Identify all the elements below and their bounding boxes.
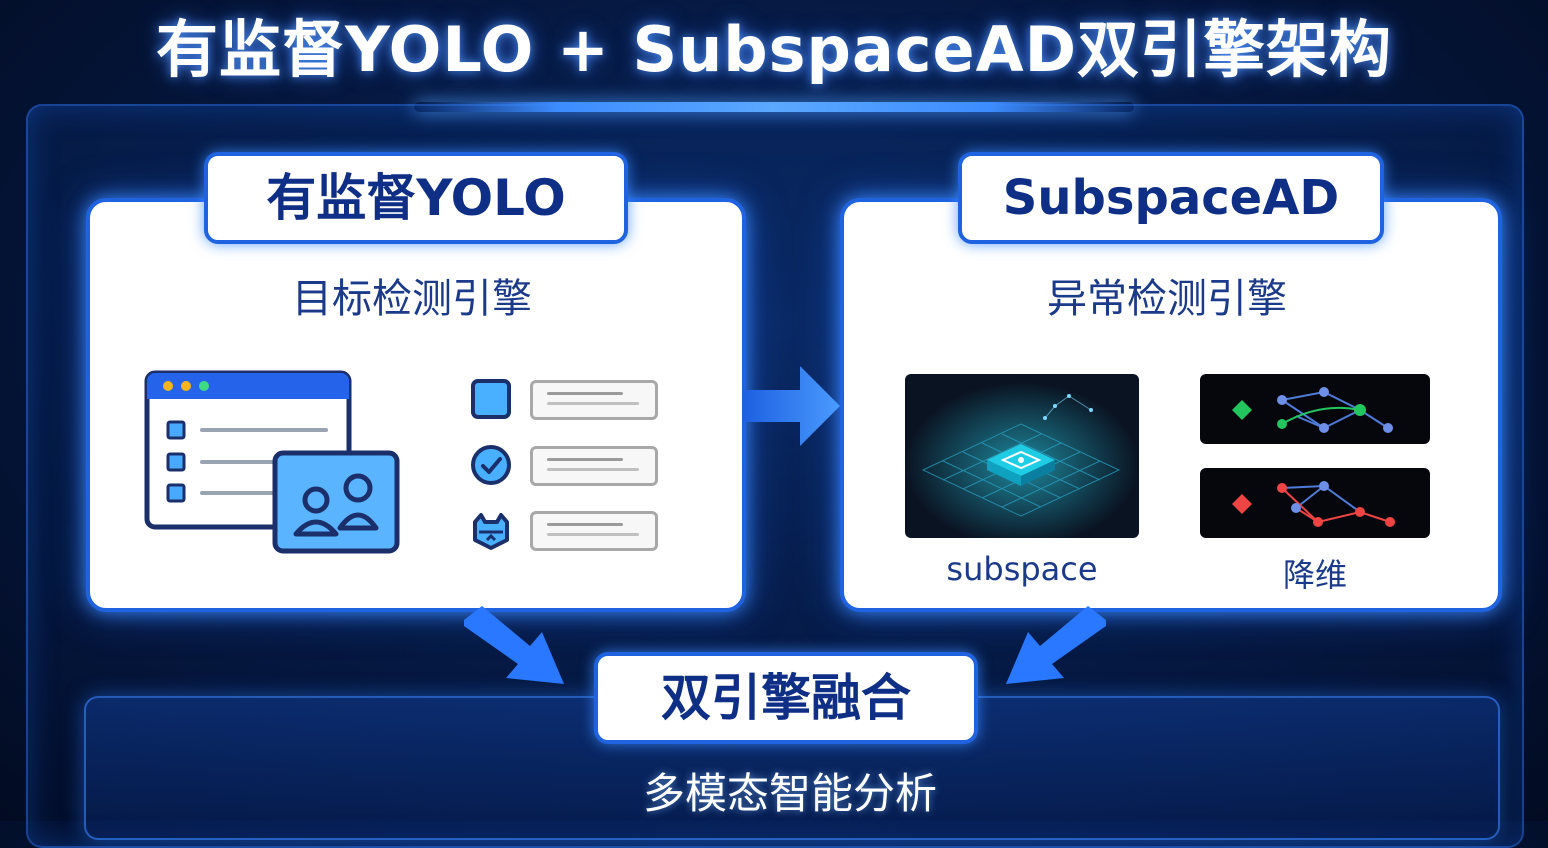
subspacead-engine-subtitle: 异常检测引擎 <box>1047 276 1287 322</box>
result-row-1 <box>530 380 658 420</box>
result-row-3 <box>530 511 658 551</box>
fusion-tab: 双引擎融合 <box>594 652 978 744</box>
subspace-caption: subspace <box>946 550 1098 588</box>
yolo-engine-subtitle: 目标检测引擎 <box>292 276 532 322</box>
yolo-engine-tab: 有监督YOLO <box>204 152 628 244</box>
normal-graph-icon <box>1200 374 1430 444</box>
fusion-subtitle: 多模态智能分析 <box>642 769 937 818</box>
subspacead-engine-tab-label: SubspaceAD <box>1002 170 1340 226</box>
square-icon <box>470 378 512 420</box>
fusion-tab-label: 双引擎融合 <box>661 669 911 727</box>
right-arrow-icon <box>742 362 842 450</box>
subspacead-engine-tab: SubspaceAD <box>958 152 1384 244</box>
users-icon <box>272 450 400 554</box>
down-left-arrow-icon <box>1000 606 1110 686</box>
reduction-caption: 降维 <box>1282 556 1347 594</box>
yolo-engine-tab-label: 有监督YOLO <box>266 169 566 227</box>
down-right-arrow-icon <box>460 606 570 686</box>
page-title: 有监督YOLO + SubspaceAD双引擎架构 <box>155 13 1393 86</box>
result-row-2 <box>530 446 658 486</box>
frame-glow-bar <box>414 102 1134 112</box>
subspace-grid-icon <box>905 374 1139 538</box>
cat-icon <box>470 510 512 552</box>
check-circle-icon <box>470 444 512 486</box>
anomaly-graph-icon <box>1200 468 1430 538</box>
